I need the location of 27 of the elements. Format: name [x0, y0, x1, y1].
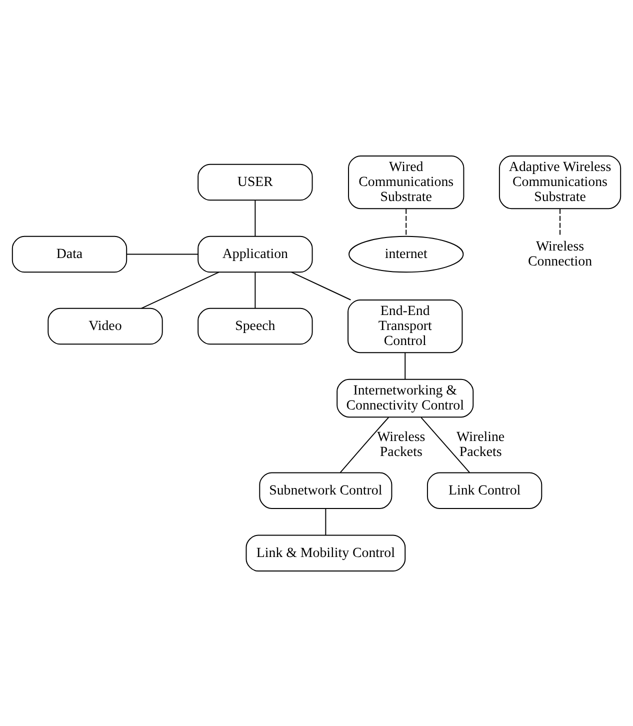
node-box: Speech — [198, 307, 313, 344]
node-ellipse: internet — [348, 235, 464, 272]
node-box: USER — [198, 163, 313, 200]
node-box: Link & Mobility Control — [246, 534, 406, 572]
connector — [340, 416, 390, 473]
edge-label: Wireline Packets — [456, 430, 505, 460]
connector — [404, 352, 406, 380]
node-box: Video — [48, 307, 163, 344]
connector — [254, 271, 256, 308]
connector — [560, 208, 561, 236]
connector — [406, 208, 407, 236]
node-box: Internetworking & Connectivity Control — [336, 378, 474, 418]
node-box: Link Control — [426, 472, 542, 508]
connector — [290, 271, 352, 300]
node-text: Wireless Connection — [528, 239, 592, 269]
edge-label: Wireless Packets — [377, 430, 426, 460]
connector — [325, 508, 326, 536]
node-box: Adaptive Wireless Communications Substrate — [498, 154, 622, 209]
node-box: Application — [198, 235, 313, 272]
node-box: Subnetwork Control — [259, 472, 392, 508]
node-box: End-End Transport Control — [348, 298, 463, 353]
connector — [126, 253, 198, 254]
node-box: Data — [12, 235, 128, 272]
connector — [254, 199, 256, 236]
connector — [420, 416, 470, 473]
connector — [140, 271, 220, 308]
node-box: Wired Communications Substrate — [348, 154, 464, 209]
